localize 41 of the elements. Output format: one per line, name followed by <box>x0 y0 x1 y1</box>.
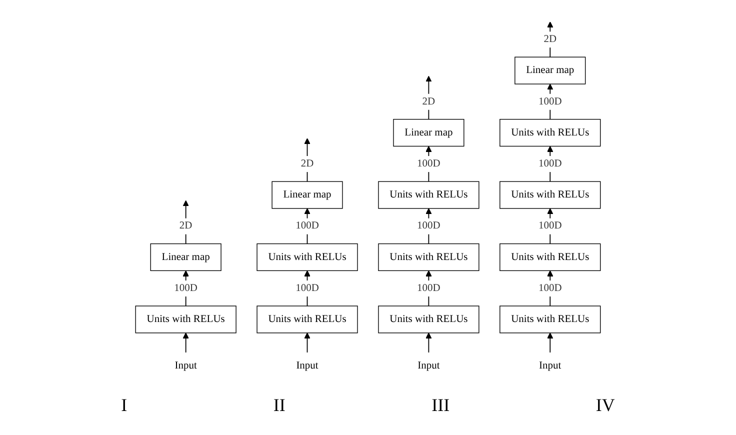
edge-label: 2D <box>300 158 314 170</box>
node-box <box>500 181 601 209</box>
node-box <box>256 243 358 272</box>
node-box <box>500 243 601 272</box>
node-box <box>500 118 601 147</box>
arrow <box>426 332 432 353</box>
node-text: Input <box>418 360 440 372</box>
edge-label: 100D <box>296 282 319 294</box>
node-box <box>393 118 464 147</box>
edge-label: 100D <box>538 96 562 108</box>
edge-label: 2D <box>544 34 557 45</box>
diagram: 2D Linear map 2D 100D Linear map Units with RELUs 2D 100D 100D Linear map Units with RELUs Units with RELUs 2D 100D 100D 100D Linear map Units with RELUs Units with RELUs Units with RELUs 100D 100D 100D 100D Units with RELUs Units with RELUs Units with RELUs Units with RELUs Input Input Input Input <box>130 5 606 385</box>
node-box <box>378 306 480 334</box>
edge-label: 2D <box>179 220 192 232</box>
node-box <box>500 306 601 334</box>
edge-label: 2D <box>422 96 436 108</box>
node-box <box>256 306 358 334</box>
node-box <box>378 181 480 209</box>
edge-label: 100D <box>538 158 562 170</box>
node-text: Input <box>174 360 197 372</box>
node-box <box>378 243 480 272</box>
arrow <box>182 332 189 353</box>
edge-label: 100D <box>538 220 562 232</box>
node-text: Input <box>539 360 562 372</box>
panel-label: II <box>273 395 286 416</box>
panel-label: IV <box>596 395 615 416</box>
edge-label: 100D <box>417 158 440 170</box>
panel-label: III <box>432 395 450 416</box>
edge-label: 100D <box>417 282 440 294</box>
edge-label: 100D <box>417 220 440 232</box>
node-box <box>150 243 222 272</box>
node-box <box>514 56 586 84</box>
edge-label: 100D <box>174 282 198 294</box>
node-box <box>135 306 236 334</box>
edge-label: 100D <box>296 220 319 232</box>
panel-label: I <box>121 395 128 416</box>
arrow <box>547 332 554 353</box>
arrow <box>304 332 310 353</box>
edge-label: 100D <box>538 282 562 294</box>
node-box <box>272 181 343 209</box>
node-text: Input <box>296 360 318 372</box>
